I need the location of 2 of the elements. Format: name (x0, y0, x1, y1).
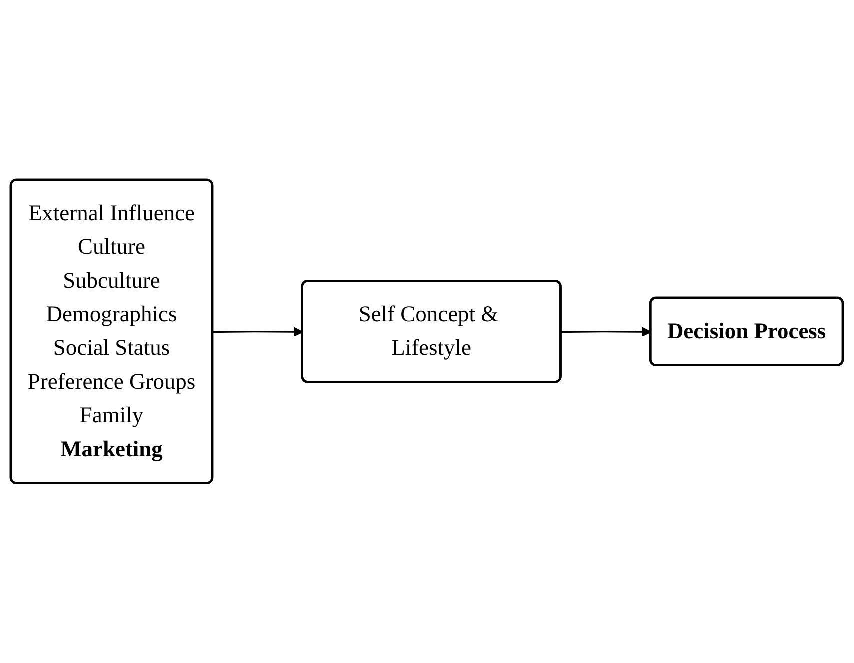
arrow (213, 327, 304, 337)
arrow (561, 327, 652, 337)
